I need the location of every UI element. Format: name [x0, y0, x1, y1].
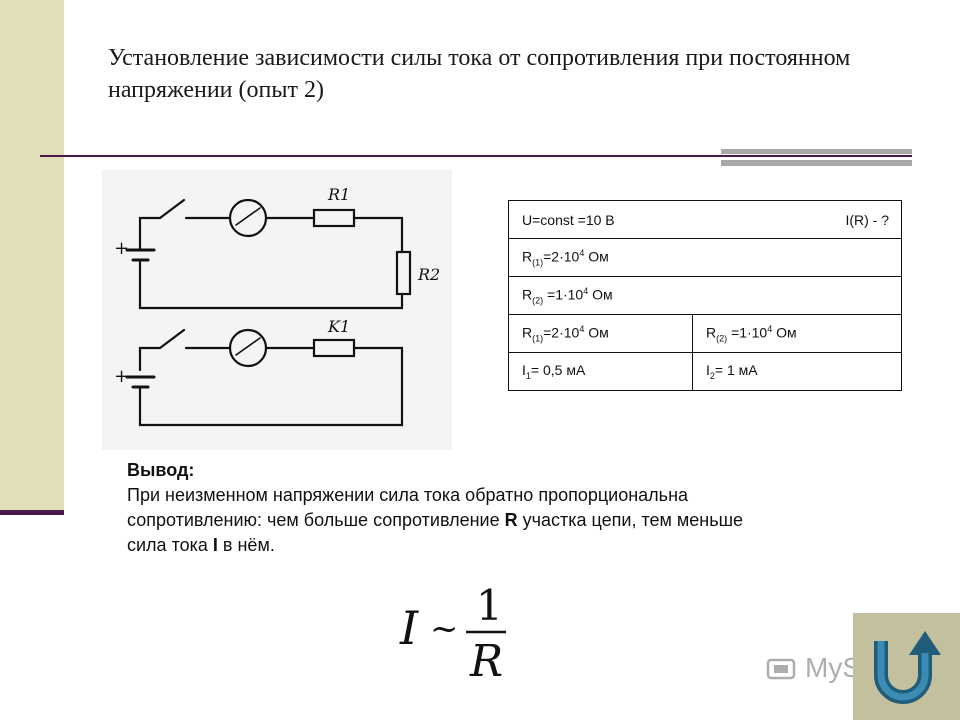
data-table: U=const =10 В I(R) - ? R(1)=2·104 Ом R(2… [508, 200, 902, 391]
table-row: I1= 0,5 мА I2= 1 мА [508, 352, 902, 391]
wire-bottom-1 [138, 270, 404, 310]
conclusion-block: Вывод: При неизменном напряжении сила то… [127, 458, 787, 558]
ammeter-1 [228, 198, 268, 238]
table-cell-r2: R(2) =1·104 Ом [508, 276, 902, 315]
formula-lhs: I [399, 601, 419, 655]
label-r2: R2 [417, 265, 440, 284]
table-cell-r1-copy: R(1)=2·104 Ом [508, 314, 693, 353]
battery-2-plus: + [114, 366, 129, 387]
wire-right-1 [352, 216, 404, 254]
wire-top-left-2 [138, 346, 162, 372]
table-row: U=const =10 В I(R) - ? [508, 200, 902, 239]
formula-denominator: R [469, 636, 503, 682]
wire-loop-2 [138, 346, 404, 427]
circuit-svg: R1 R2 K1 + + [114, 185, 440, 427]
table-cell-r1: R(1)=2·104 Ом [508, 238, 902, 277]
table-cell-i1: I1= 0,5 мА [508, 352, 693, 391]
label-r1: R1 [327, 185, 350, 204]
return-button[interactable] [853, 613, 960, 720]
u-turn-return-icon [874, 631, 941, 704]
left-decor-bar [0, 0, 64, 510]
resistor-k1 [312, 338, 356, 358]
unknown-function: I(R) - ? [845, 211, 889, 228]
circuit-diagram: R1 R2 K1 + + [102, 170, 452, 450]
ammeter-2 [228, 328, 268, 368]
conclusion-heading: Вывод: [127, 460, 195, 480]
table-row: R(1)=2·104 Ом [508, 238, 902, 277]
label-k1: K1 [327, 317, 350, 336]
table-row: R(1)=2·104 Ом R(2) =1·104 Ом [508, 314, 902, 353]
switch-2-lever [158, 328, 186, 350]
given-voltage: U=const =10 В [522, 211, 615, 228]
table-cell-i2: I2= 1 мА [692, 352, 902, 391]
table-cell-r2-copy: R(2) =1·104 Ом [692, 314, 902, 353]
title-rule-accent-lower [721, 160, 912, 166]
title-rule [40, 155, 912, 157]
switch-1-lever [158, 198, 186, 220]
left-decor-line [0, 510, 64, 515]
battery-1-plus: + [114, 238, 129, 259]
resistor-r2 [395, 250, 412, 296]
slide-title: Установление зависимости силы тока от со… [108, 45, 851, 103]
formula-rel: ~ [430, 609, 459, 649]
table-row: R(2) =1·104 Ом [508, 276, 902, 315]
resistor-r1 [312, 208, 356, 228]
watermark-logo-icon [766, 658, 796, 680]
title-rule-accent [721, 149, 912, 154]
wire-top-left-1 [138, 216, 162, 234]
conclusion-text: При неизменном напряжении сила тока обра… [127, 485, 744, 555]
formula-inverse-proportion: I ~ 1 R [399, 582, 506, 682]
formula-numerator: 1 [476, 582, 503, 630]
table-cell-given: U=const =10 В I(R) - ? [508, 200, 902, 239]
